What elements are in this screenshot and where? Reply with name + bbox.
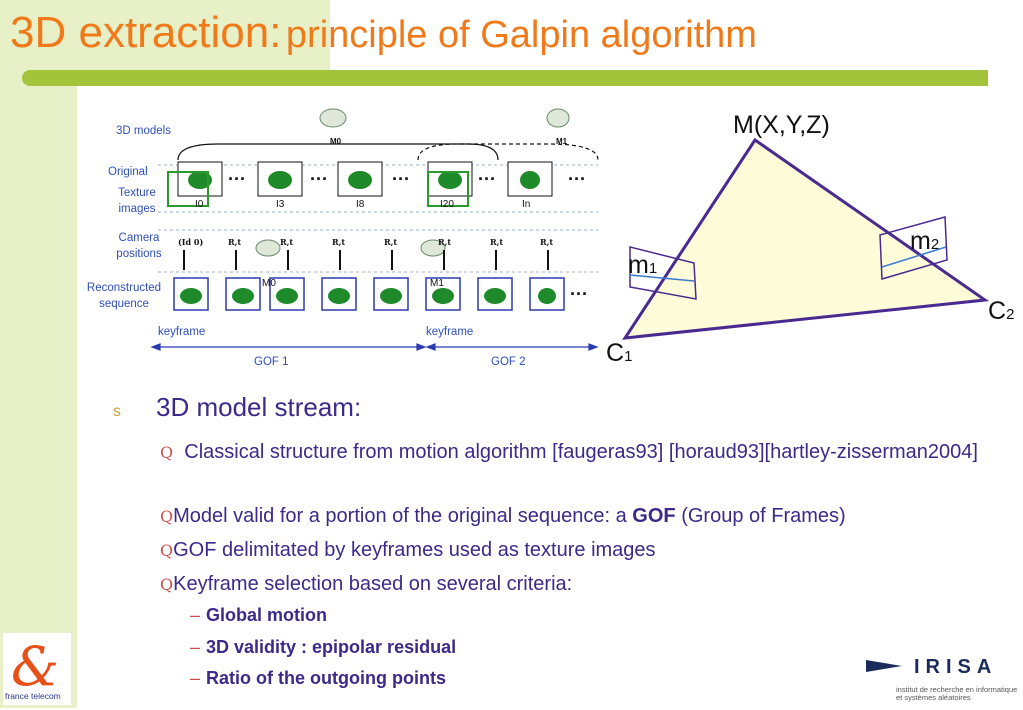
camera-c1-label: C1 — [606, 339, 633, 367]
svg-text:···: ··· — [228, 169, 246, 189]
label-original: Original — [108, 166, 148, 178]
france-telecom-logo: & france telecom — [3, 633, 71, 705]
frame-label-in: In — [522, 199, 531, 210]
sub-bullet-3: QGOF delimitated by keyframes used as te… — [160, 534, 980, 567]
bullet-main: s 3D model stream: — [100, 392, 361, 423]
irisa-sub-line-2: et systèmes aléatoires — [896, 693, 971, 702]
projection-m2-label: m2 — [910, 227, 940, 255]
projection-m1-label: mm11 — [628, 251, 658, 279]
gof1-label: GOF 1 — [254, 356, 289, 368]
recon-label-m0: M0 — [262, 278, 276, 289]
point-m-label: M(X,Y,Z) — [733, 111, 830, 139]
svg-text:···: ··· — [568, 169, 586, 189]
sub-bullet-2-bold: GOF — [632, 505, 676, 527]
galpin-figure: ··· ··· ··· ··· ··· (Id 0) R,t R,t R,t R… — [78, 100, 603, 375]
frame-label-i20: I20 — [440, 199, 454, 210]
sub-bullet-3-text: GOF delimitated by keyframes used as tex… — [173, 539, 656, 561]
svg-text:(Id 0): (Id 0) — [178, 237, 203, 247]
svg-text:R,t: R,t — [490, 237, 503, 247]
sub-bullet-marker-icon: Q — [160, 443, 174, 462]
diagram-graphics — [622, 137, 990, 340]
figure-graphics: ··· ··· ··· ··· ··· (Id 0) R,t R,t R,t R… — [150, 108, 599, 351]
svg-text:R,t: R,t — [228, 237, 241, 247]
svg-text:···: ··· — [392, 169, 410, 189]
criterion-1-text: Global motion — [206, 605, 328, 625]
title-underline-bar — [22, 70, 988, 86]
irisa-text: IRISA — [914, 656, 998, 678]
irisa-subtitle: institut de recherche en informatique et… — [896, 686, 1017, 702]
label-reconstructed-sequence: Reconstructed sequence — [86, 282, 162, 310]
bracket-label-m1: M1 — [556, 137, 568, 146]
label-texture-images: Texture images — [118, 187, 156, 215]
epipolar-diagram: M(X,Y,Z) mm11 m2 C1 C2 — [590, 95, 1023, 375]
sub-bullet-1-text: Classical structure from motion algorith… — [184, 441, 978, 463]
camera-c2-label: C2 — [988, 297, 1015, 325]
criterion-3: –Ratio of the outgoing points — [190, 668, 446, 688]
sub-bullet-4: QKeyframe selection based on several cri… — [160, 568, 980, 601]
criterion-1: –Global motion — [190, 605, 328, 625]
bullet-main-text: 3D model stream: — [156, 392, 362, 422]
sub-bullet-1: Q Classical structure from motion algori… — [160, 436, 980, 469]
slide-title: 3D extraction: principle of Galpin algor… — [10, 8, 757, 58]
svg-text:&: & — [11, 635, 59, 698]
svg-text:R,t: R,t — [280, 237, 293, 247]
title-main: 3D extraction: — [10, 8, 282, 57]
recon-label-m1: M1 — [430, 278, 444, 289]
bullet-marker-icon: s — [113, 403, 121, 420]
title-band — [0, 0, 330, 72]
label-3d-models: 3D models — [116, 125, 171, 137]
sub-bullet-marker-icon: Q — [160, 541, 174, 560]
sub-bullet-2-post: (Group of Frames) — [675, 505, 846, 527]
criterion-2: –3D validity : epipolar residual — [190, 637, 457, 657]
france-telecom-text: france telecom — [5, 691, 61, 701]
keyframe-label-2: keyframe — [426, 326, 474, 338]
sub-bullet-2: QModel valid for a portion of the origin… — [160, 500, 980, 533]
svg-text:R,t: R,t — [332, 237, 345, 247]
label-camera-positions: Camera positions — [116, 232, 162, 260]
gof2-label: GOF 2 — [491, 356, 526, 368]
irisa-logo: IRISA — [866, 652, 1023, 708]
left-sidebar-band — [0, 0, 77, 708]
svg-text:R,t: R,t — [540, 237, 553, 247]
bracket-label-m0: M0 — [330, 137, 342, 146]
sub-bullet-marker-icon: Q — [160, 507, 174, 526]
frame-label-i0: I0 — [195, 199, 204, 210]
ampersand-logo-icon: & — [11, 635, 59, 698]
svg-text:···: ··· — [310, 169, 328, 189]
keyframe-label-1: keyframe — [158, 326, 206, 338]
model-teapot-icon — [255, 108, 570, 257]
svg-text:···: ··· — [478, 169, 496, 189]
irisa-sub-line-1: institut de recherche en informatique — [896, 685, 1018, 694]
sub-bullet-marker-icon: Q — [160, 575, 174, 594]
criterion-2-text: 3D validity : epipolar residual — [206, 637, 457, 657]
sub-bullet-2-pre: Model valid for a portion of the origina… — [173, 505, 633, 527]
frame-label-i8: I8 — [356, 199, 365, 210]
svg-text:R,t: R,t — [384, 237, 397, 247]
sub-bullet-4-text: Keyframe selection based on several crit… — [173, 573, 573, 595]
svg-text:···: ··· — [570, 284, 588, 304]
frame-label-i3: I3 — [276, 199, 285, 210]
irisa-mark-icon — [866, 660, 902, 672]
svg-text:R,t: R,t — [438, 237, 451, 247]
criterion-3-text: Ratio of the outgoing points — [206, 668, 446, 688]
title-sub: principle of Galpin algorithm — [285, 14, 757, 56]
